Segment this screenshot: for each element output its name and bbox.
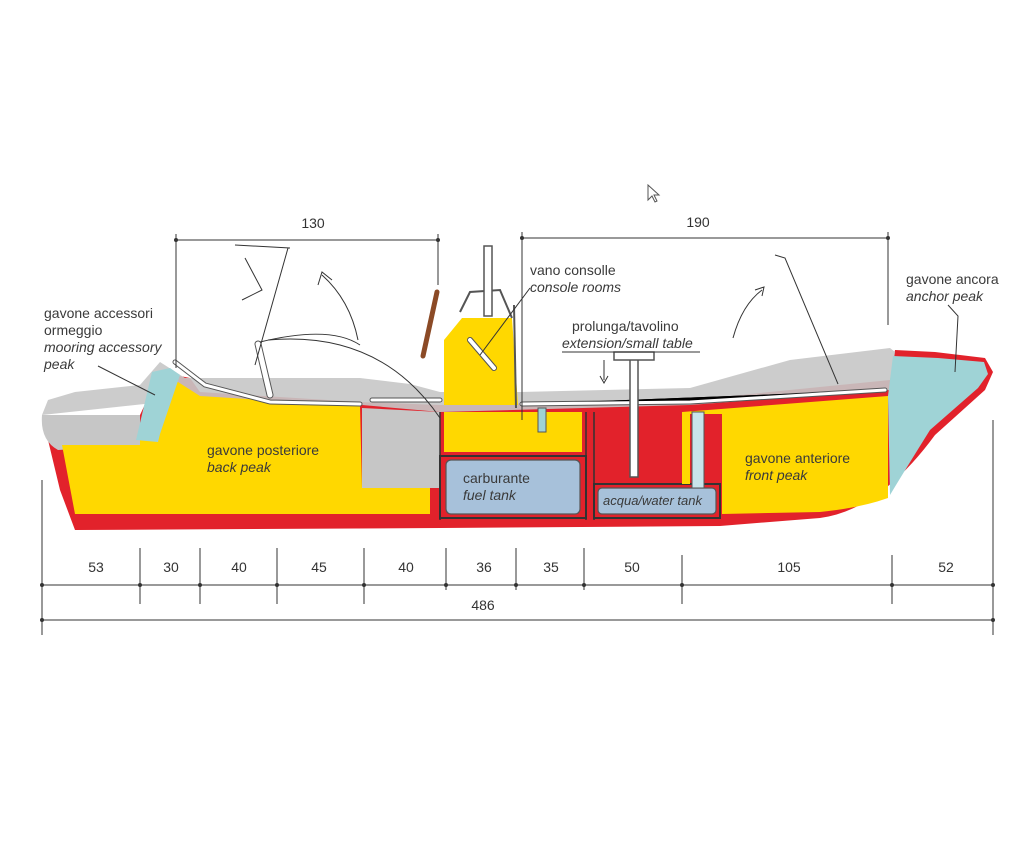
console-compartment: [444, 318, 518, 405]
fuel-label-it: carburante: [463, 470, 530, 486]
front-peak-label-en: front peak: [745, 467, 808, 483]
fuel-tank: [445, 459, 581, 515]
segment-label: 45: [311, 559, 327, 575]
mooring-peak-compartment: [136, 368, 180, 442]
segment-label: 35: [543, 559, 559, 575]
wooden-oar: [420, 289, 440, 359]
rear-hatch-arrowhead: [317, 271, 333, 286]
rear-seat-cushion-inner: [173, 360, 362, 406]
anchor-peak-compartment: [888, 356, 988, 495]
front-hatch-arc: [732, 289, 763, 339]
console-leader: [479, 287, 531, 356]
dimension-label: 130: [301, 215, 325, 231]
anchor-label-en: anchor peak: [906, 288, 984, 304]
console-pillar-bar: [537, 407, 547, 433]
cockpit-floor: [362, 408, 440, 488]
segment-label: 50: [624, 559, 640, 575]
mooring-label-it-1: gavone accessori: [44, 305, 153, 321]
back-peak-label-it: gavone posteriore: [207, 442, 319, 458]
table-top: [613, 351, 655, 361]
rear-hatch-arc: [259, 333, 361, 346]
front-lid-line: [774, 254, 839, 385]
segment-label: 36: [476, 559, 492, 575]
table-arrow-head: [599, 375, 609, 385]
hull-keel-line: [439, 412, 595, 520]
segment-label: 53: [88, 559, 104, 575]
rear-lid-lines: [234, 244, 291, 366]
top-dimension-130: 130: [174, 215, 440, 368]
water-tank-label: acqua/water tank: [603, 493, 704, 508]
rear-hatch-arc-2: [321, 274, 359, 341]
extension-label-en: extension/small table: [562, 335, 693, 351]
segment-label: 105: [777, 559, 801, 575]
front-cushion-inner: [520, 388, 887, 406]
mooring-leader: [97, 365, 156, 396]
segment-label: 30: [163, 559, 179, 575]
console-label-en: console rooms: [530, 279, 621, 295]
pointer-cursor-icon: [647, 183, 661, 203]
total-length-label: 486: [471, 597, 495, 613]
cockpit-arc: [267, 338, 441, 419]
front-hatch-arrowhead: [754, 286, 765, 297]
back-peak-label-en: back peak: [207, 459, 272, 475]
front-peak-pillar: [691, 411, 705, 489]
steering-stick-inner: [468, 338, 496, 370]
top-dimension-190: 190: [520, 214, 890, 420]
mooring-label-en-2: peak: [43, 356, 75, 372]
console-seat-pillar: [513, 304, 517, 409]
table-pole: [629, 356, 639, 478]
console-post: [483, 245, 493, 317]
seat-back-inner: [255, 341, 273, 398]
extension-label-it: prolunga/tavolino: [572, 318, 679, 334]
anchor-leader: [947, 304, 959, 373]
bottom-dimension-ruler: 53 30 40 45 40 36 35 50 105 52 486: [40, 420, 995, 635]
segment-label: 40: [231, 559, 247, 575]
segment-label: 52: [938, 559, 954, 575]
front-peak-label-it: gavone anteriore: [745, 450, 850, 466]
anchor-label-it: gavone ancora: [906, 271, 999, 287]
dimension-label: 190: [686, 214, 710, 230]
mooring-label-it-2: ormeggio: [44, 322, 103, 338]
water-tank: [597, 487, 717, 515]
console-lower-compartment: [444, 412, 582, 452]
console-label-it: vano consolle: [530, 262, 616, 278]
front-peak-compartment: [682, 396, 888, 514]
deck-rear-bulge: [41, 415, 140, 450]
mooring-label-en-1: mooring accessory: [44, 339, 162, 355]
segment-label: 40: [398, 559, 414, 575]
fuel-label-en: fuel tank: [463, 487, 517, 503]
